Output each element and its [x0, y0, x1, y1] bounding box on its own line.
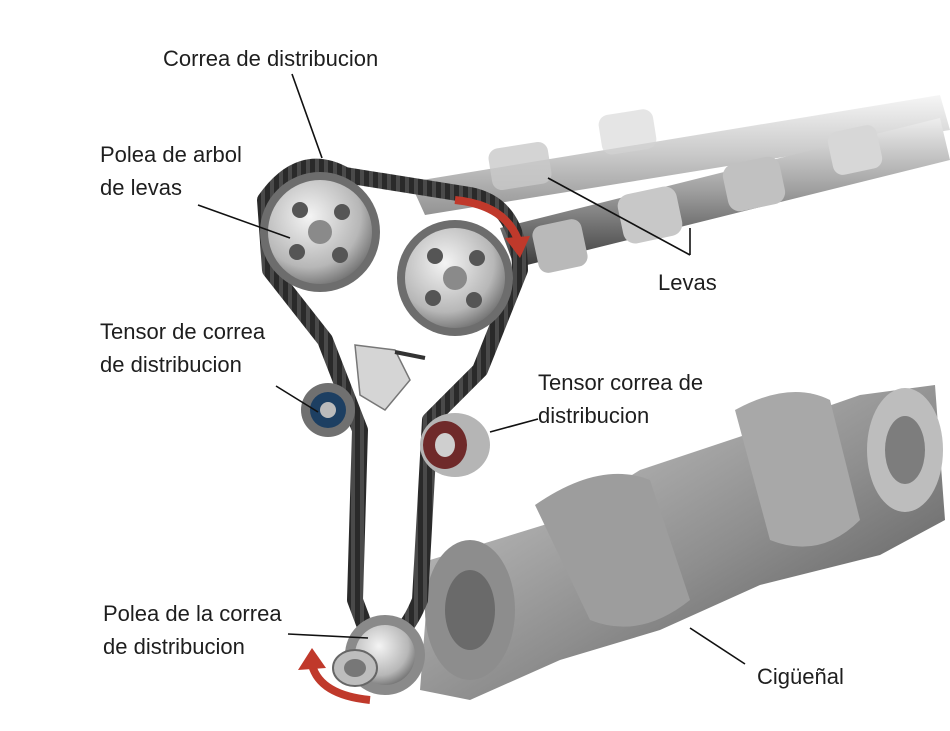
label-timing-belt: Correa de distribucion: [163, 46, 379, 71]
rotation-arrow-crank: [308, 663, 371, 704]
label-cams: Levas: [658, 270, 717, 295]
label-belt-tensioner-left: Tensor de correa de distribucion: [100, 319, 266, 377]
camshaft-pulley-left: [260, 172, 380, 292]
belt-tensioner-left: [301, 344, 426, 437]
crankshaft-illustration: [420, 385, 945, 700]
label-belt-tensioner-right: Tensor correa de distribucion: [538, 370, 704, 428]
crank-belt-pulley: [332, 615, 425, 695]
rotation-arrow-camshaft-head: [505, 236, 530, 258]
leader-lines: [197, 73, 746, 665]
label-crank-belt-pulley: Polea de la correa de distribucion: [103, 601, 282, 659]
camshaft-rear: [410, 95, 950, 215]
belt-tensioner-right: [420, 413, 490, 477]
camshaft-pulley-right: [397, 220, 513, 336]
rotation-arrow-camshaft: [454, 196, 522, 242]
label-crankshaft: Cigüeñal: [757, 664, 844, 689]
rotation-arrow-crank-head: [298, 648, 326, 670]
camshaft-front: [500, 118, 950, 273]
label-camshaft-pulley: Polea de arbol de levas: [100, 142, 242, 200]
